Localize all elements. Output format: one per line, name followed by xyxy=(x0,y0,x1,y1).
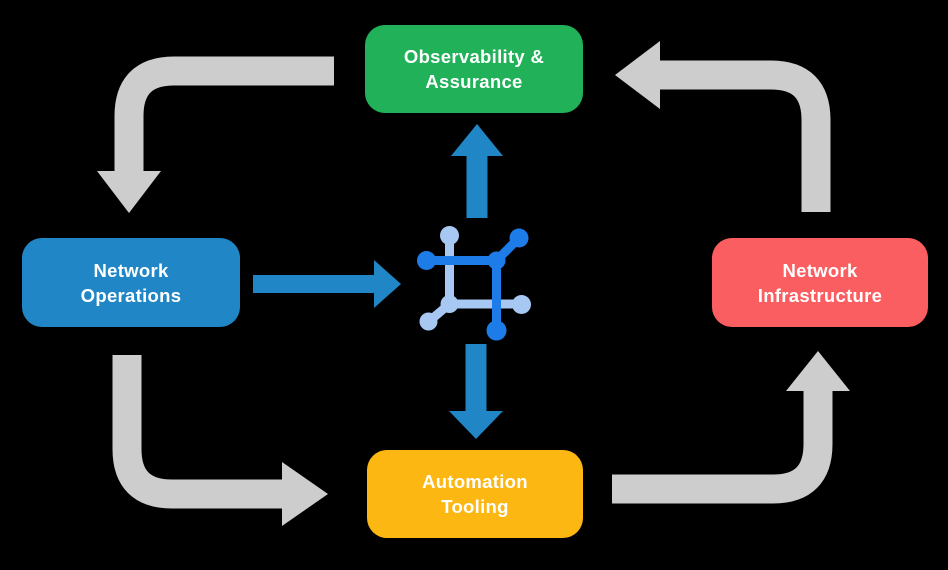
node-label-line: Assurance xyxy=(425,71,523,92)
arrow-head-up-icon xyxy=(451,124,503,156)
arrow-automation-to-infrastructure xyxy=(612,351,850,504)
icon-node-dot xyxy=(512,295,531,314)
arrow-observability-to-operations xyxy=(97,56,334,213)
node-label-line: Network xyxy=(782,259,858,281)
arrow-head-up-icon xyxy=(786,351,850,391)
icon-junction-dot xyxy=(440,295,459,313)
arrow-shaft xyxy=(660,60,831,212)
arrow-shaft xyxy=(112,355,282,509)
icon-node-dot xyxy=(486,320,507,341)
node-automation-tooling: Automation Tooling xyxy=(367,450,583,538)
icon-node-dot xyxy=(419,312,438,331)
arrow-center-to-observability xyxy=(451,124,503,218)
node-label-line: Infrastructure xyxy=(757,284,883,306)
node-label-line: Operations xyxy=(80,284,182,306)
arrow-shaft xyxy=(612,389,833,504)
icon-junction-dot xyxy=(487,251,506,270)
arrow-head-right-icon xyxy=(374,260,401,308)
arrow-head-right-icon xyxy=(282,462,328,526)
node-label-line: Tooling xyxy=(441,496,509,517)
node-label-line: Observability & xyxy=(403,46,545,67)
node-network-operations: Network Operations xyxy=(22,238,240,327)
arrow-operations-to-center xyxy=(253,260,401,308)
icon-node-dot xyxy=(440,226,459,245)
node-label-line: Automation xyxy=(422,471,528,492)
arrow-center-to-automation xyxy=(449,344,503,439)
node-label-line: Network xyxy=(93,259,169,281)
arrow-operations-to-automation xyxy=(112,355,328,526)
arrow-head-left-icon xyxy=(615,41,660,109)
icon-node-dot xyxy=(417,251,436,270)
arrow-infrastructure-to-observability xyxy=(615,41,831,212)
arrow-head-down-icon xyxy=(449,411,503,439)
arrow-head-down-icon xyxy=(97,171,161,213)
icon-node-dot xyxy=(509,228,529,248)
network-fabric-icon xyxy=(417,226,531,341)
node-network-infrastructure: Network Infrastructure xyxy=(712,238,928,327)
arrow-shaft xyxy=(114,56,334,173)
node-observability-assurance: Observability & Assurance xyxy=(365,25,583,113)
